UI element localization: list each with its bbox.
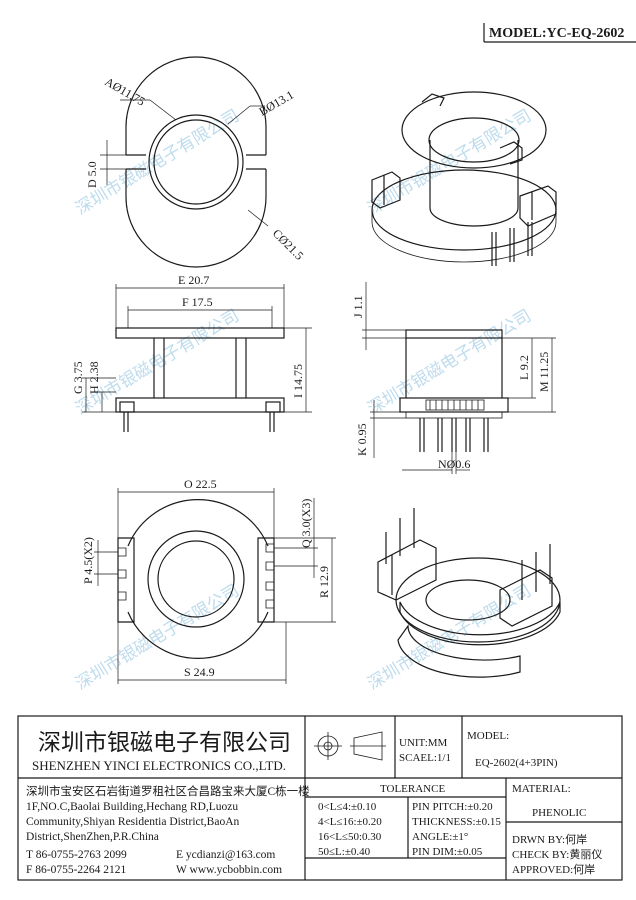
material-value: PHENOLIC	[532, 807, 586, 819]
pin-spec-row: ANGLE:±1°	[412, 831, 468, 843]
dim-m: M 11.25	[537, 352, 551, 392]
dim-c: CØ21.5	[270, 226, 307, 263]
pin-spec-row: THICKNESS:±0.15	[412, 816, 501, 828]
dim-h: H 2.38	[87, 361, 101, 394]
tolerance-row: 50≤L:±0.40	[318, 846, 371, 858]
front-view: E 20.7 F 17.5 G 3.75 H 2.38 I 14.75	[71, 273, 312, 432]
top-view: D 5.0 AØ11.75 BØ13.1 CØ21.5	[85, 56, 307, 268]
dim-l: L 9.2	[517, 355, 531, 380]
dim-s: S 24.9	[184, 665, 215, 679]
model-label: MODEL:	[467, 730, 509, 742]
dim-q: Q 3.0(X3)	[299, 499, 313, 548]
side-view: J 1.1 K 0.95 L 9.2 M 11.25 NØ0.6	[351, 282, 556, 474]
dim-i: I 14.75	[291, 364, 305, 398]
tolerance-row: 0<L≤4:±0.10	[318, 801, 377, 813]
telephone: T 86-0755-2763 2099	[26, 849, 127, 861]
title-block: 深圳市银磁电子有限公司 SHENZHEN YINCI ELECTRONICS C…	[17, 715, 623, 881]
dim-k: K 0.95	[355, 423, 369, 456]
email: E ycdianzi@163.com	[176, 849, 275, 861]
dim-p: P 4.5(X2)	[81, 537, 95, 584]
isometric-view-bottom	[377, 508, 561, 678]
dim-b: BØ13.1	[257, 88, 297, 119]
website: W www.ycbobbin.com	[176, 864, 282, 876]
dim-n: NØ0.6	[438, 457, 470, 471]
unit-label: UNIT:MM	[399, 737, 448, 749]
watermark-text: 深圳市银磁电子有限公司	[72, 581, 243, 694]
address-line-4: District,ShenZhen,P.R.China	[26, 831, 159, 843]
tolerance-row: 4<L≤16:±0.20	[318, 816, 382, 828]
pin-spec-row: PIN PITCH:±0.20	[412, 801, 493, 813]
address-line-1: 深圳市宝安区石岩街道罗租社区合昌路宝来大厦C栋一楼	[26, 784, 310, 798]
dim-j: J 1.1	[351, 295, 365, 318]
watermark-text: 深圳市银磁电子有限公司	[364, 106, 535, 219]
dim-e: E 20.7	[178, 273, 209, 287]
material-label: MATERIAL:	[512, 783, 571, 795]
approved-by: APPROVED:何岸	[512, 863, 595, 876]
projection-symbol	[314, 731, 386, 761]
dim-g: G 3.75	[71, 361, 85, 394]
fax: F 86-0755-2264 2121	[26, 864, 127, 876]
dim-a: AØ11.75	[103, 74, 148, 108]
address-line-3: Community,Shiyan Residentia District,Bao…	[26, 816, 240, 828]
tolerance-title: TOLERANCE	[380, 783, 445, 795]
tolerance-row: 16<L≤50:0.30	[318, 831, 382, 843]
company-name-en: SHENZHEN YINCI ELECTRONICS CO.,LTD.	[32, 758, 286, 773]
model-header-text: MODEL:YC-EQ-2602	[489, 26, 624, 41]
company-name-cn: 深圳市银磁电子有限公司	[38, 730, 291, 755]
watermark-text: 深圳市银磁电子有限公司	[364, 306, 535, 419]
model-header: MODEL:YC-EQ-2602	[483, 23, 636, 43]
pin-spec-row: PIN DIM:±0.05	[412, 846, 483, 858]
dim-o: O 22.5	[184, 477, 217, 491]
dim-f: F 17.5	[182, 295, 213, 309]
address-line-2: 1F,NO.C,Baolai Building,Hechang RD,Luozu	[26, 801, 238, 813]
model-value: EQ-2602(4+3PIN)	[475, 757, 558, 769]
bottom-view: O 22.5 S 24.9 P 4.5(X2) Q 3.0(X3) R 12.9	[81, 477, 336, 684]
check-by: CHECK BY:黄丽仪	[512, 847, 602, 861]
dim-r: R 12.9	[317, 566, 331, 598]
isometric-view-top	[371, 91, 557, 266]
dim-d: D 5.0	[85, 161, 99, 188]
drawn-by: DRWN BY:何岸	[512, 833, 587, 846]
scale-label: SCAEL:1/1	[399, 752, 451, 764]
